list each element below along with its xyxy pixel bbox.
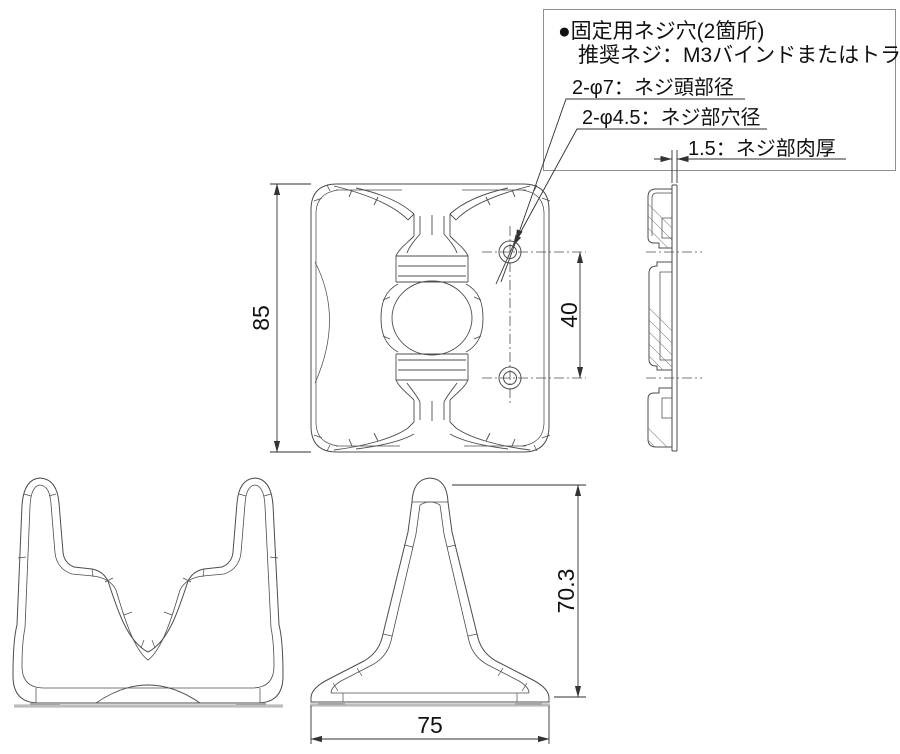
plate-outline xyxy=(310,183,550,453)
dim-40-value: 40 xyxy=(556,302,582,328)
left-view xyxy=(12,477,284,708)
left-view-outline xyxy=(12,477,284,704)
dim-75-value: 75 xyxy=(417,712,443,738)
callout-box-border xyxy=(543,9,896,171)
dim-70-3-value: 70.3 xyxy=(553,569,579,614)
leader-thickness-label: 1.5：ネジ部肉厚 xyxy=(688,137,836,160)
callout-box: ●固定用ネジ穴(2箇所) 推奨ネジ：M3バインドまたはトラス 2-φ7：ネジ頭部… xyxy=(543,9,900,171)
dimension-85: 85 xyxy=(248,183,311,453)
note-line2: 推奨ネジ：M3バインドまたはトラス xyxy=(578,44,900,67)
leader-phi7-label: 2-φ7：ネジ頭部径 xyxy=(572,76,734,99)
stand-outline xyxy=(310,477,550,703)
dim-85-value: 85 xyxy=(248,305,274,331)
left-arch xyxy=(314,261,330,384)
section-hatching xyxy=(648,189,672,447)
note-line1: ●固定用ネジ穴(2箇所) xyxy=(558,20,764,43)
side-section-view xyxy=(646,184,702,452)
front-view xyxy=(310,183,586,453)
stand-front-view xyxy=(310,477,550,707)
dimension-40: 40 xyxy=(556,251,584,379)
leader-phi45-label: 2-φ4.5：ネジ部穴径 xyxy=(582,106,761,129)
centerlines xyxy=(482,226,586,404)
ball-socket xyxy=(391,280,473,356)
dimension-75: 75 xyxy=(310,706,550,744)
dimension-70-3: 70.3 xyxy=(452,484,586,698)
leader-phi7 xyxy=(500,98,745,283)
dimension-1-5 xyxy=(654,150,846,183)
